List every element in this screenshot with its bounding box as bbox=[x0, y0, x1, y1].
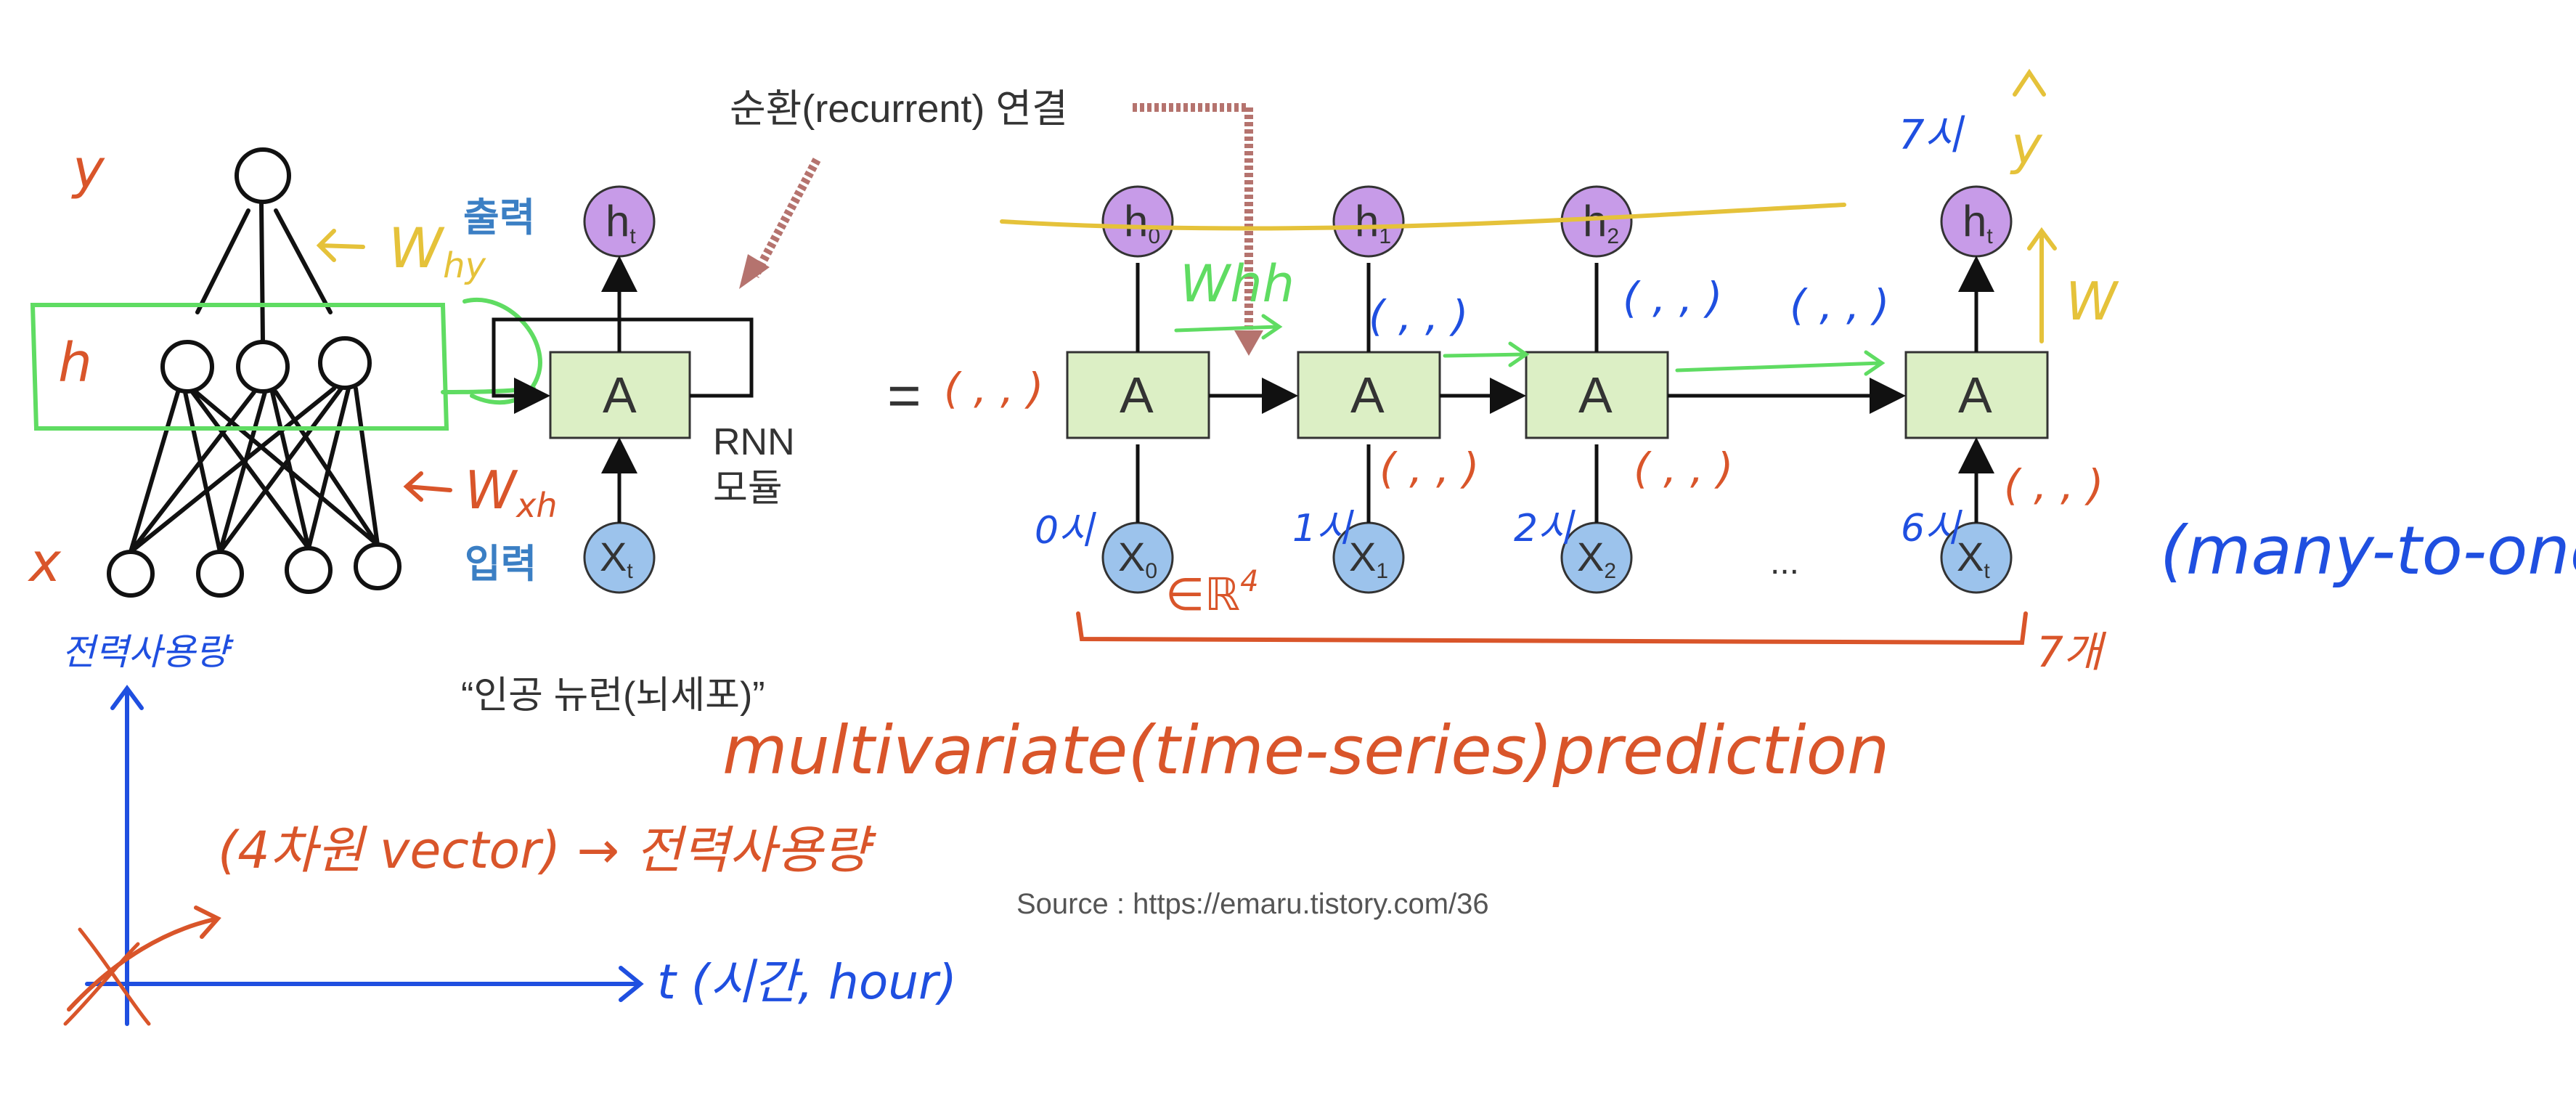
weight-hh-label: Whh bbox=[1180, 254, 1295, 314]
many-to-one-label: (many-to-one) bbox=[2160, 512, 2576, 590]
axis-y-label: 전력사용량 bbox=[62, 631, 234, 673]
seven-count-label: 7개 bbox=[2037, 627, 2107, 677]
svg-text:h0: h0 bbox=[1124, 197, 1160, 248]
vector-note: (4차원 vector) → 전력사용량 bbox=[218, 821, 877, 880]
tuple-input-1: ( , , ) bbox=[1379, 444, 1479, 493]
svg-text:A: A bbox=[1958, 367, 1992, 423]
y-hat-label: y bbox=[2010, 115, 2043, 176]
final-output-arrow bbox=[2027, 227, 2057, 343]
weight-hy-label: Why bbox=[316, 216, 486, 286]
power-usage-axes bbox=[63, 684, 644, 1026]
hour-label-2: 2시 bbox=[1514, 507, 1576, 550]
neural-network-sketch bbox=[107, 147, 402, 598]
hidden-neuron bbox=[236, 340, 290, 394]
folded-cell bbox=[549, 351, 691, 439]
svg-text:h2: h2 bbox=[1583, 197, 1619, 248]
svg-text:A: A bbox=[1578, 367, 1613, 423]
source-caption: Source : https://emaru.tistory.com/36 bbox=[1016, 888, 1489, 920]
hidden-neuron bbox=[318, 336, 372, 390]
tuple-input-0: ( , , ) bbox=[944, 364, 1043, 413]
input-neuron bbox=[285, 546, 333, 594]
svg-text:Xt: Xt bbox=[600, 534, 633, 583]
unrolled-output-0 bbox=[1101, 185, 1174, 258]
svg-text:Why: Why bbox=[388, 216, 486, 286]
r4-label: ∈ℝ4 bbox=[1165, 565, 1259, 621]
svg-text:A: A bbox=[603, 367, 637, 423]
label-x: x bbox=[28, 532, 62, 594]
svg-text:X1: X1 bbox=[1349, 534, 1388, 583]
svg-text:Wxh: Wxh bbox=[465, 460, 558, 525]
tuple-hidden-2: ( , , ) bbox=[1623, 273, 1722, 322]
output-neuron bbox=[235, 147, 291, 204]
outputs-crossout-line bbox=[1000, 203, 1846, 231]
hour-label-6: 6시 bbox=[1901, 507, 1962, 550]
weight-w-label: W bbox=[2066, 271, 2119, 332]
folded-rnn: ht A Xt bbox=[492, 185, 754, 594]
tuple-hidden-3: ( , , ) bbox=[1790, 280, 1889, 330]
hour-label-1: 1시 bbox=[1292, 507, 1354, 550]
recurrent-label: 순환(recurrent) 연결 bbox=[730, 87, 1068, 131]
weight-xh-label: Wxh bbox=[403, 460, 558, 525]
equals-sign: = bbox=[887, 363, 921, 428]
svg-text:h1: h1 bbox=[1355, 197, 1391, 248]
svg-text:X2: X2 bbox=[1577, 534, 1616, 583]
label-y: y bbox=[71, 138, 105, 200]
unrolled-cell-2 bbox=[1525, 351, 1669, 439]
rnn-module-label-1: RNN bbox=[713, 421, 795, 463]
input-neuron bbox=[196, 550, 244, 598]
svg-text:ht: ht bbox=[606, 197, 636, 248]
hidden-state-arrows bbox=[1174, 314, 1886, 376]
unrolled-output-1 bbox=[1332, 185, 1405, 258]
hour-label-0: 0시 bbox=[1035, 509, 1096, 553]
sequence-bracket bbox=[1076, 611, 2028, 646]
svg-text:A: A bbox=[1120, 367, 1154, 423]
svg-text:A: A bbox=[1350, 367, 1385, 423]
multivariate-label: multivariate(time-series)prediction bbox=[722, 712, 1889, 789]
svg-text:X0: X0 bbox=[1118, 534, 1157, 583]
recurrent-pointer-long bbox=[1133, 103, 1253, 341]
ellipsis: ... bbox=[1770, 543, 1799, 582]
input-neuron bbox=[354, 542, 402, 590]
hour-7-label: 7시 bbox=[1899, 112, 1965, 159]
neuron-caption: “인공 뉴런(뇌세포)” bbox=[461, 675, 765, 717]
input-neuron bbox=[107, 550, 155, 598]
y-hat-caret bbox=[2013, 68, 2046, 97]
unrolled-rnn: A A A A h0 h1 h2 ht X0 X1 X2 Xt ... bbox=[1066, 185, 2049, 594]
input-label: 입력 bbox=[465, 542, 537, 586]
label-h: h bbox=[58, 332, 92, 394]
tuple-input-2: ( , , ) bbox=[1634, 444, 1733, 493]
tuple-hidden-1: ( , , ) bbox=[1369, 291, 1468, 341]
tuple-input-6: ( , , ) bbox=[2004, 460, 2103, 510]
svg-text:Xt: Xt bbox=[1957, 534, 1990, 583]
rnn-module-label-2: 모듈 bbox=[713, 468, 783, 510]
axis-x-label: t (시간, hour) bbox=[657, 954, 957, 1010]
recurrent-pointer bbox=[751, 158, 821, 278]
output-label: 출력 bbox=[463, 196, 535, 240]
hidden-neuron bbox=[160, 340, 214, 394]
